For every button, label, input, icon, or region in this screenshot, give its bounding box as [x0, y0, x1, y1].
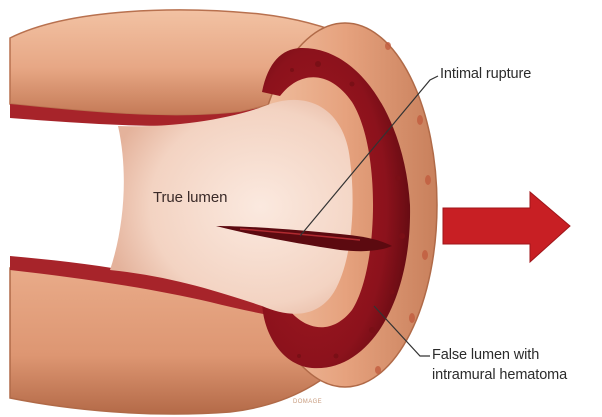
intimal-rupture-label: Intimal rupture — [440, 64, 531, 84]
true-lumen-label: True lumen — [153, 188, 227, 208]
false-lumen-label-line1: False lumen with — [432, 345, 567, 365]
false-lumen-label: False lumen with intramural hematoma — [432, 345, 567, 385]
illustrator-credit: DOMAGE — [293, 398, 322, 406]
right-arrow-icon — [443, 192, 570, 262]
false-lumen-label-line2: intramural hematoma — [432, 365, 567, 385]
